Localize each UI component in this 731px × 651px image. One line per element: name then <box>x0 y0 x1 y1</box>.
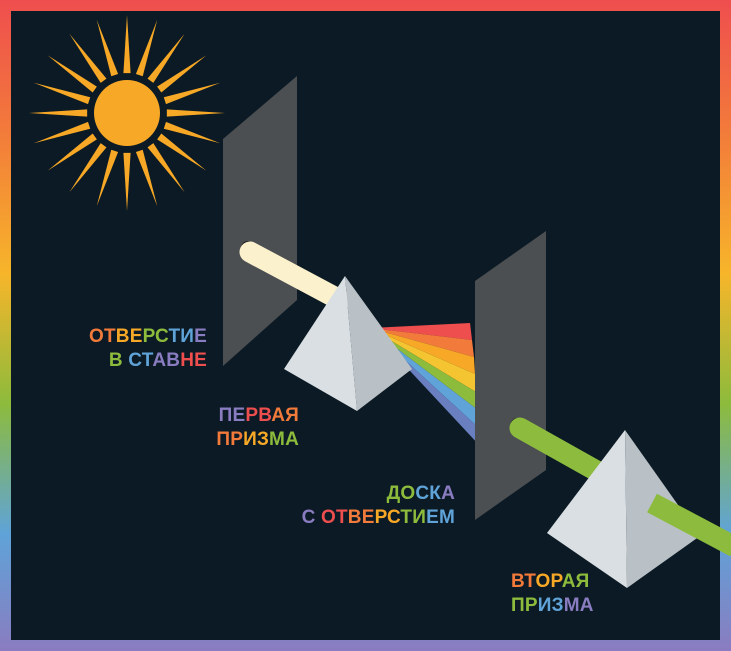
sun-ray <box>33 82 91 105</box>
sun-ray <box>157 133 207 171</box>
sun-ray <box>163 121 221 144</box>
label-line: ОТВЕРСТИЕ <box>89 326 207 347</box>
sun-disc <box>94 80 160 146</box>
sun-ray <box>47 55 97 93</box>
spectrum-band <box>370 323 472 340</box>
sun-ray <box>157 55 207 93</box>
sun-ray <box>29 109 88 117</box>
sun-ray <box>47 133 97 171</box>
sun-icon <box>29 15 225 211</box>
sun-ray <box>166 109 225 117</box>
label-board-with-hole: ДОСКА С ОТВЕРСТИЕМ <box>302 482 455 530</box>
sun-ray <box>135 149 158 207</box>
sun-ray <box>69 143 107 193</box>
white-light-beam <box>239 241 351 311</box>
label-line: С ОТВЕРСТИЕМ <box>301 507 455 528</box>
green-light-beam-out <box>647 493 731 557</box>
first-prism-front-face <box>284 276 357 411</box>
label-line: ПРИЗМА <box>511 595 594 616</box>
label-line: ПЕРВАЯ <box>218 405 299 426</box>
first-prism-side-face <box>345 276 412 411</box>
first-prism <box>284 276 412 411</box>
sun-ray <box>163 82 221 105</box>
label-line: В СТАВНЕ <box>108 350 207 371</box>
label-line: ДОСКА <box>386 483 455 504</box>
green-light-beam-in <box>509 417 613 485</box>
sun-ray <box>96 149 119 207</box>
sun-ray <box>147 33 185 83</box>
second-prism-front-face <box>547 430 627 588</box>
label-line: ВТОРАЯ <box>511 571 590 592</box>
label-line: ПРИЗМА <box>216 429 299 450</box>
board-with-hole <box>475 231 546 520</box>
sun-ray <box>33 121 91 144</box>
sun-ray <box>135 19 158 77</box>
sun-ray <box>96 19 119 77</box>
sun-ray <box>69 33 107 83</box>
label-first-prism: ПЕРВАЯ ПРИЗМА <box>216 404 299 452</box>
sun-ray <box>123 152 131 211</box>
label-second-prism: ВТОРАЯ ПРИЗМА <box>511 570 594 618</box>
sun-ray <box>123 15 131 74</box>
window-shutter <box>223 76 297 366</box>
label-hole-in-shutter: ОТВЕРСТИЕ В СТАВНЕ <box>89 325 207 373</box>
sun-ray <box>147 143 185 193</box>
